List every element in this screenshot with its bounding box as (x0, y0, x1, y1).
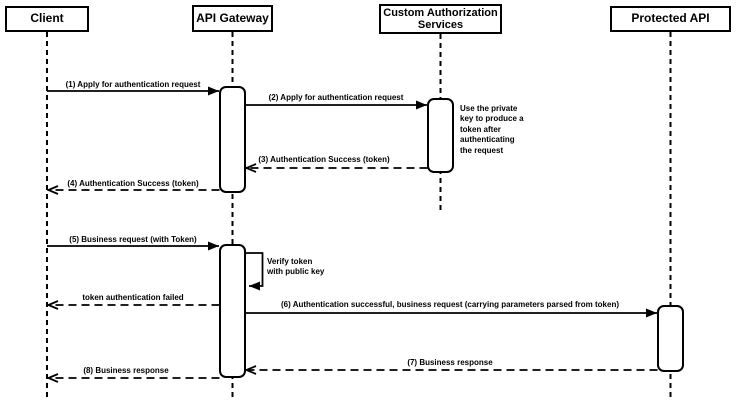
message-token-failed-label: token authentication failed (82, 293, 184, 302)
participant-api-gateway: API Gateway (192, 5, 273, 32)
message-2-label: (2) Apply for authentication request (268, 93, 404, 102)
private-key-note: Use the private key to produce a token a… (460, 104, 524, 155)
participant-custom-authorization-label: Custom Authorization Services (383, 6, 498, 31)
message-1-label: (1) Apply for authentication request (65, 80, 201, 89)
activation-api-gateway-business (219, 244, 246, 378)
self-message-arrow (245, 252, 264, 291)
activation-protected-api (657, 305, 684, 372)
participant-client-label: Client (30, 11, 64, 26)
message-8-label: (8) Business response (83, 366, 169, 375)
participant-protected-api: Protected API (610, 6, 731, 32)
message-4-label: (4) Authentication Success (token) (67, 179, 199, 188)
participant-client: Client (5, 6, 89, 32)
message-5-label: (5) Business request (with Token) (69, 235, 197, 244)
message-6-label: (6) Authentication successful, business … (280, 300, 620, 309)
activation-api-gateway-auth (219, 86, 246, 193)
participant-api-gateway-label: API Gateway (196, 10, 269, 25)
message-3-label: (3) Authentication Success (token) (258, 155, 390, 164)
message-7-label: (7) Business response (407, 358, 493, 367)
participant-protected-api-label: Protected API (631, 11, 710, 26)
activation-custom-authorization (427, 98, 454, 173)
self-message-label: Verify token with public key (267, 257, 325, 277)
participant-custom-authorization: Custom Authorization Services (379, 4, 502, 34)
